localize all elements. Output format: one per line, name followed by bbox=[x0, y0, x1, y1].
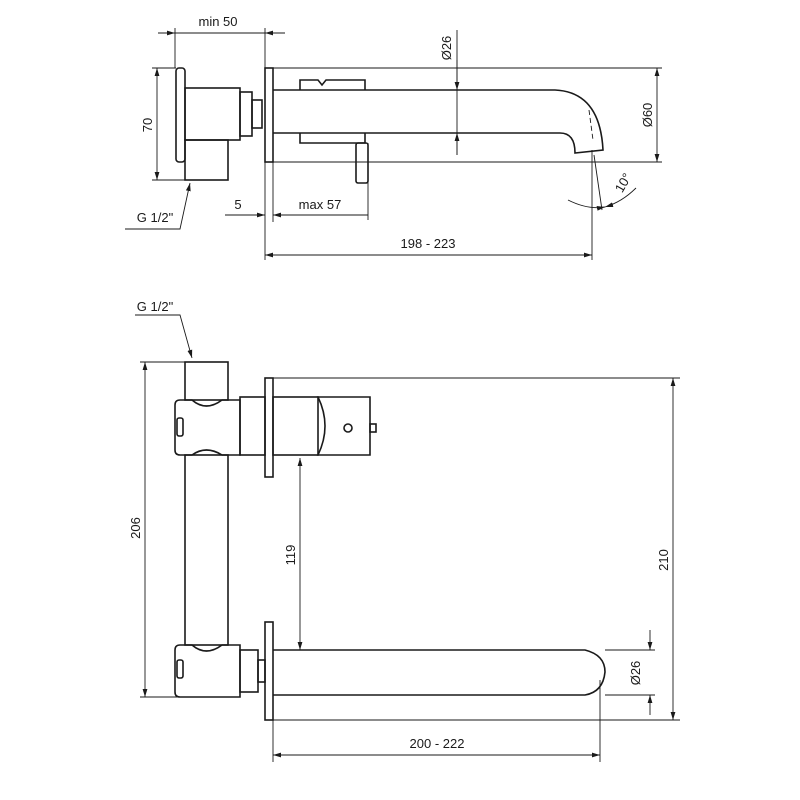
dim-projection-top: 200 - 222 bbox=[410, 736, 465, 751]
side-dimensions: min 50 Ø26 Ø60 70 G 1/2" 5 max 57 bbox=[125, 14, 662, 260]
dim-spout-offset-119: 119 bbox=[283, 545, 298, 566]
dim-body-diameter: Ø60 bbox=[640, 103, 655, 128]
faucet-top-outline bbox=[174, 361, 606, 721]
top-view: G 1/2" 206 119 210 Ø26 200 - 222 bbox=[128, 299, 680, 762]
side-view: min 50 Ø26 Ø60 70 G 1/2" 5 max 57 bbox=[125, 14, 662, 260]
thread-label: G 1/2" bbox=[137, 210, 174, 225]
dim-total-height-210: 210 bbox=[656, 549, 671, 571]
dim-body-height-206: 206 bbox=[128, 517, 143, 539]
dim-spout-diameter: Ø26 bbox=[439, 36, 454, 61]
dim-max-57: max 57 bbox=[299, 197, 342, 212]
dim-spout-diameter-top: Ø26 bbox=[628, 661, 643, 686]
dim-projection: 198 - 223 bbox=[401, 236, 456, 251]
angle-10-deg: 10° bbox=[612, 170, 635, 195]
dim-min-50: min 50 bbox=[198, 14, 237, 29]
dim-plate-5: 5 bbox=[234, 197, 241, 212]
thread-label-top: G 1/2" bbox=[137, 299, 174, 314]
top-dimensions: G 1/2" 206 119 210 Ø26 200 - 222 bbox=[128, 299, 680, 762]
faucet-side-outline bbox=[175, 67, 604, 184]
dim-height-70: 70 bbox=[140, 118, 155, 132]
